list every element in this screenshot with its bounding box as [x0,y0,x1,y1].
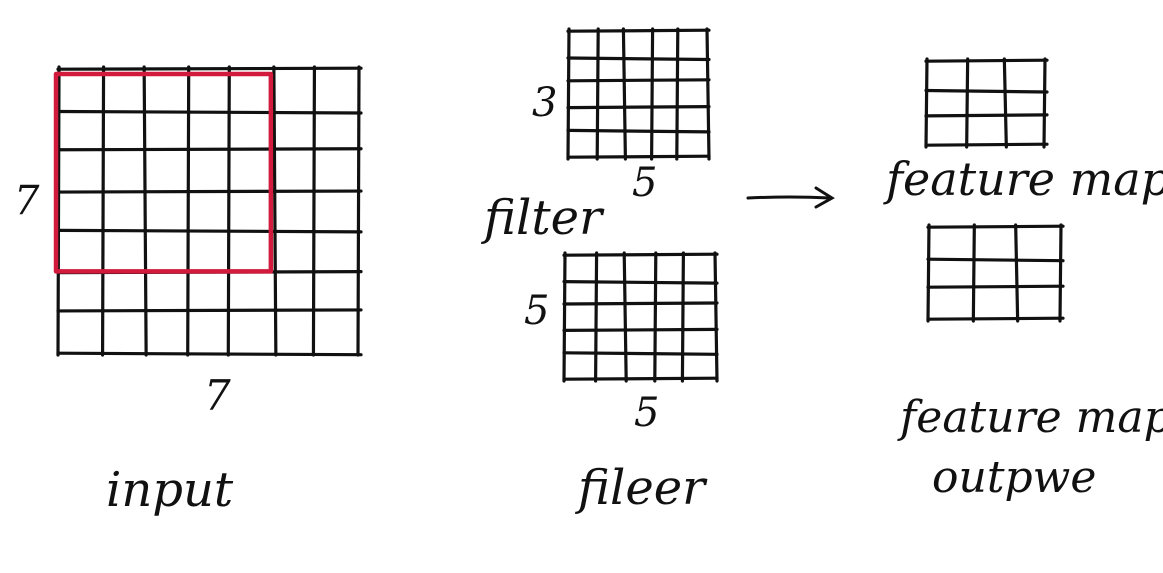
filter-2-grid-col-line [622,251,628,383]
filter-2-grid-row-line [562,301,719,306]
filter-2-grid-row-line [562,376,719,381]
filter-label-lower: fileer [575,460,708,516]
filter-1-grid-row-line [566,78,711,83]
feature-map-1-grid-row-line [924,113,1049,118]
filter-2-grid-col-line [562,251,567,383]
input-grid-row-line [56,147,363,152]
filter-2-rows-label: 5 [524,288,549,334]
output-label: outpwe [932,452,1096,503]
feature-map-1-grid-col-line [1002,57,1008,149]
input-grid-col-line [226,65,231,357]
feature-map-1-grid-row-line [924,88,1049,94]
feature-map-1-grid-row-line [924,142,1049,147]
feature-map-grid-1 [924,57,1049,149]
filter-2-cols-label: 5 [634,390,659,436]
feature-map-1-grid-col-line [1042,57,1047,149]
feature-map-2-grid-row-line [926,316,1065,321]
filter-2-grid-col-line [593,251,599,383]
filter-1-grid-col-line [705,27,711,161]
input-grid [56,65,363,357]
input-grid-col-line [311,65,317,357]
filter-label-upper: filter [481,190,605,246]
right-arrow-icon [746,186,835,209]
input-grid-row-line [56,189,363,194]
input-grid-row-line [56,228,363,234]
filter-1-cols-label: 5 [632,160,657,206]
input-grid-col-line [272,65,278,357]
filter-1-grid-row-line [566,104,711,110]
filter-2-grid-col-line [713,251,719,383]
feature-map-2-grid-col-line [1058,223,1063,323]
feature-map-1-grid-row-line [924,58,1049,63]
input-grid-row-line [56,109,363,115]
input-grid-row-line [56,66,363,71]
input-grid-row-line [56,308,363,313]
filter-grid-3x5 [566,27,711,161]
filter-1-rows-label: 3 [532,80,557,126]
input-grid-row-line [56,351,363,357]
filter-1-grid-col-line [595,27,600,161]
filter-1-grid-row-line [566,56,711,62]
receptive-field-highlight [53,71,274,274]
filter-1-grid-row-line [566,28,711,33]
filter-1-grid-row-line [566,128,711,134]
feature-map-2-grid-col-line [926,223,931,323]
input-grid-col-line [100,65,106,357]
filter-2-grid-col-line [680,251,686,383]
input-grid-col-line [56,65,61,357]
feature-map-2-grid-row-line [926,257,1065,263]
filter-1-grid-col-line [675,27,680,161]
feature-map-label-2: feature map [897,392,1163,443]
input-label: input [106,462,234,518]
filter-2-grid-row-line [562,252,719,257]
filter-2-grid-row-line [562,351,719,356]
filter-1-grid-col-line [566,27,571,161]
feature-map-1-grid-col-line [965,57,970,149]
input-cols-label: 7 [204,371,231,420]
input-rows-label: 7 [14,178,40,224]
filter-2-grid-col-line [653,251,658,383]
feature-map-2-grid-col-line [1014,223,1020,323]
filter-1-grid-col-line [649,27,655,161]
filter-grid-5x5 [562,251,719,383]
input-grid-col-line [356,65,361,357]
feature-map-label-1: feature map [883,152,1163,206]
input-grid-col-line [142,65,148,357]
feature-map-1-grid-col-line [924,57,929,149]
filter-2-grid-row-line [562,327,719,332]
feature-map-grid-2 [926,223,1065,323]
filter-2-grid-row-line [562,280,719,285]
feature-map-2-grid-col-line [971,223,976,323]
filter-1-grid-col-line [621,27,628,161]
filter-1-grid-row-line [566,154,711,159]
input-grid-col-line [186,65,191,357]
feature-map-2-grid-row-line [926,284,1065,289]
feature-map-2-grid-row-line [926,224,1065,229]
